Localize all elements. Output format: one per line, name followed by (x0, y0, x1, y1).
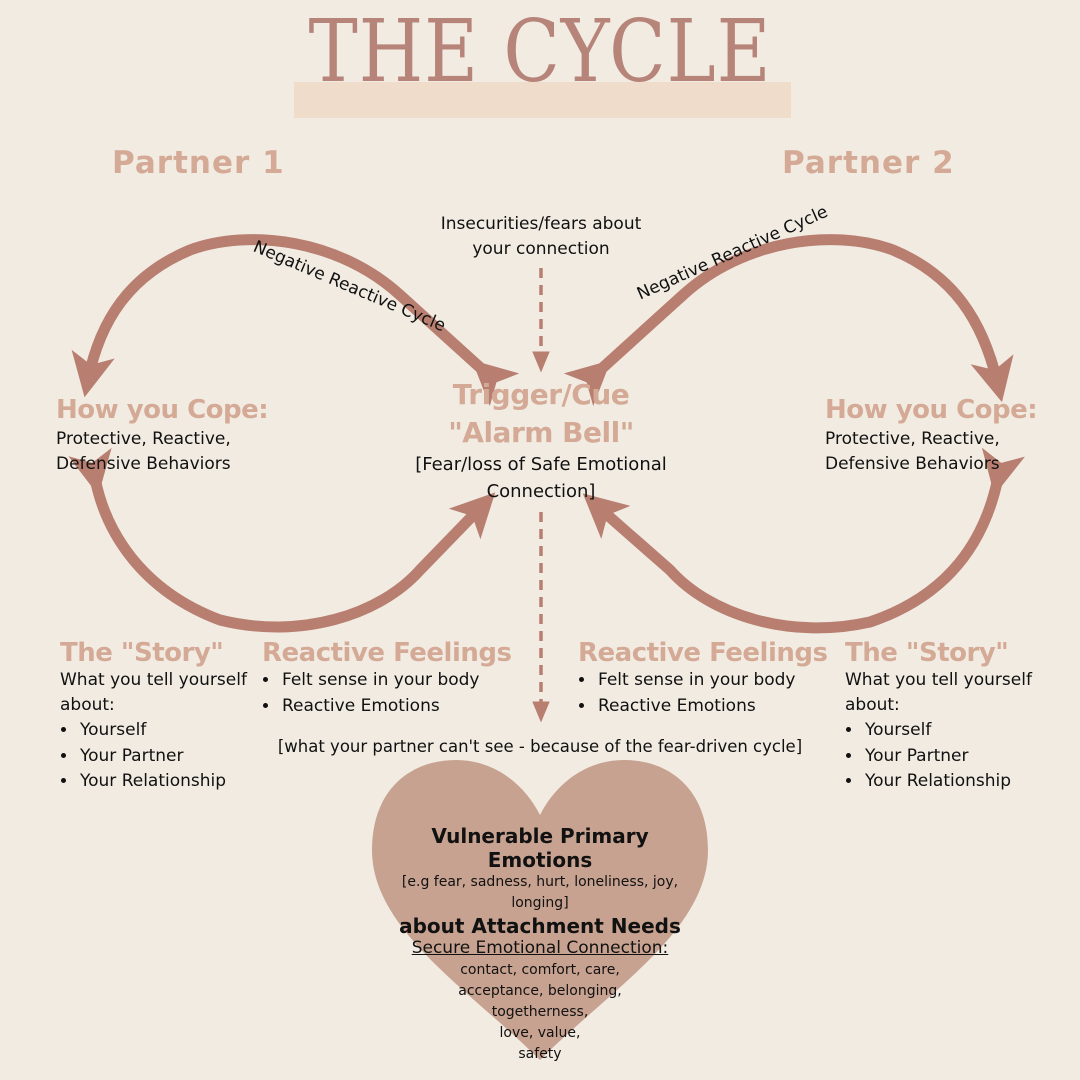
secure-connection-subheading: Secure Emotional Connection: (411, 938, 669, 958)
left-bottom-arc (68, 447, 496, 633)
list-item: Yourself (863, 718, 1055, 744)
primary-emotions-heading: Vulnerable Primary Emotions (431, 824, 649, 872)
right-top-arc (563, 234, 1014, 407)
list-item: Your Partner (863, 744, 1055, 770)
story-list: Yourself Your Partner Your Relationship (60, 718, 260, 795)
list-item: Yourself (78, 718, 260, 744)
right-bottom-arc (582, 447, 1025, 634)
reactive-heading: Reactive Feelings (578, 638, 828, 668)
partner-1-label: Partner 1 (112, 145, 285, 181)
list-item: Felt sense in your body (280, 668, 512, 694)
partner-2-label: Partner 2 (782, 145, 955, 181)
reactive-block-left: Reactive Feelings Felt sense in your bod… (262, 638, 512, 719)
reactive-list: Felt sense in your body Reactive Emotion… (578, 668, 828, 719)
story-block-left: The "Story" What you tell yourself about… (60, 638, 260, 795)
list-item: Your Partner (78, 744, 260, 770)
attachment-needs-heading: about Attachment Needs (399, 914, 681, 938)
reactive-heading: Reactive Feelings (262, 638, 512, 668)
hidden-emotions-note: [what your partner can't see - because o… (277, 737, 803, 756)
story-list: Yourself Your Partner Your Relationship (845, 718, 1055, 795)
list-item: Your Relationship (863, 769, 1055, 795)
cope-block-right: How you Cope: Protective, Reactive, Defe… (825, 395, 1038, 474)
heart-content: Vulnerable Primary Emotions [e.g fear, s… (380, 824, 700, 1065)
heart-shape (372, 760, 708, 1060)
story-heading: The "Story" (845, 638, 1009, 668)
story-heading: The "Story" (60, 638, 224, 668)
cope-heading: How you Cope: (825, 395, 1038, 425)
story-block-right: The "Story" What you tell yourself about… (845, 638, 1055, 795)
reactive-list: Felt sense in your body Reactive Emotion… (262, 668, 512, 719)
list-item: Felt sense in your body (596, 668, 828, 694)
alarm-bell-heading: "Alarm Bell" (448, 416, 634, 449)
trigger-heading: Trigger/Cue (452, 378, 630, 411)
title-underline-bar (294, 82, 791, 118)
list-item: Your Relationship (78, 769, 260, 795)
reactive-block-right: Reactive Feelings Felt sense in your bod… (578, 638, 828, 719)
list-item: Reactive Emotions (280, 694, 512, 720)
left-top-arc (71, 234, 520, 407)
cope-block-left: How you Cope: Protective, Reactive, Defe… (56, 395, 269, 474)
list-item: Reactive Emotions (596, 694, 828, 720)
insecurities-note: Insecurities/fears about your connection (440, 214, 642, 259)
cope-heading: How you Cope: (56, 395, 269, 425)
trigger-note: [Fear/loss of Safe Emotional Connection] (415, 454, 667, 502)
